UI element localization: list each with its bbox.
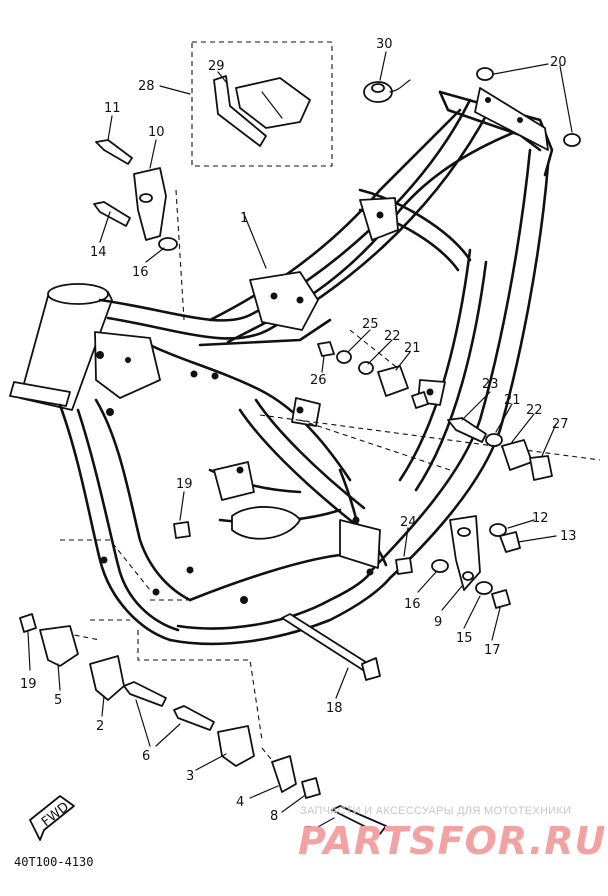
callout-7: 7 <box>304 825 312 840</box>
callout-19-lower: 19 <box>20 677 37 692</box>
callout-29: 29 <box>208 59 225 74</box>
callout-labels: 28 29 30 20 11 10 14 16 1 25 22 21 26 23… <box>20 37 577 840</box>
callout-25: 25 <box>362 317 379 332</box>
callout-16-lower: 16 <box>404 597 421 612</box>
main-frame <box>9 87 554 646</box>
assembly-guide-lines <box>47 189 601 771</box>
callout-11: 11 <box>104 101 121 116</box>
callout-18: 18 <box>326 701 343 716</box>
callout-8: 8 <box>270 809 278 824</box>
callout-16-top: 16 <box>132 265 149 280</box>
callout-15: 15 <box>456 631 473 646</box>
callout-22-upper: 22 <box>384 329 401 344</box>
callout-9: 9 <box>434 615 442 630</box>
callout-17: 17 <box>484 643 501 658</box>
callout-1: 1 <box>240 211 248 226</box>
callout-21-lower: 21 <box>504 393 521 408</box>
watermark-site-logo: PARTSFOR.RU <box>298 819 606 863</box>
callout-4: 4 <box>236 795 244 810</box>
fwd-arrow: FWD <box>29 795 75 841</box>
watermark-tagline: ЗАПЧАСТИ И АКСЕССУАРЫ ДЛЯ МОТОТЕХНИКИ <box>300 805 571 817</box>
callout-26: 26 <box>310 373 327 388</box>
watermark: ЗАПЧАСТИ И АКСЕССУАРЫ ДЛЯ МОТОТЕХНИКИ PA… <box>298 805 606 863</box>
callout-12: 12 <box>532 511 549 526</box>
callout-5: 5 <box>54 693 62 708</box>
callout-13: 13 <box>560 529 577 544</box>
callout-6: 6 <box>142 749 150 764</box>
small-parts <box>19 67 581 835</box>
callout-19-upper: 19 <box>176 477 193 492</box>
callout-21-upper: 21 <box>404 341 421 356</box>
callout-22-lower: 22 <box>526 403 543 418</box>
callout-20: 20 <box>550 55 567 70</box>
callout-3: 3 <box>186 769 194 784</box>
callout-23: 23 <box>482 377 499 392</box>
tool-kit-group <box>191 41 333 167</box>
callout-2: 2 <box>96 719 104 734</box>
callout-24: 24 <box>400 515 417 530</box>
leader-lines <box>27 51 573 829</box>
diagram-code: 40T100-4130 <box>14 855 93 869</box>
callout-10: 10 <box>148 125 165 140</box>
callout-28: 28 <box>138 79 155 94</box>
callout-27: 27 <box>552 417 569 432</box>
callout-30: 30 <box>376 37 393 52</box>
callout-14: 14 <box>90 245 107 260</box>
